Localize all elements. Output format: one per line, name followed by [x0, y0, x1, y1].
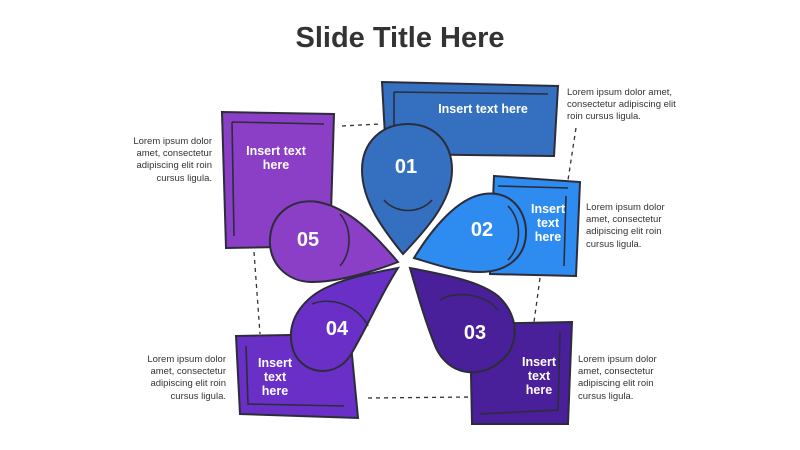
step-number-03: 03 — [463, 322, 487, 344]
petal-05 — [268, 200, 400, 284]
description-04: Lorem ipsum dolor amet, consectetur adip… — [147, 354, 226, 402]
petal-04 — [289, 266, 401, 372]
description-05: Lorem ipsum dolor amet, consectetur adip… — [133, 136, 212, 184]
step-number-01: 01 — [394, 156, 418, 178]
card-label-02: Insert text here — [530, 202, 566, 244]
card-label-01: Insert text here — [438, 102, 528, 116]
description-02: Lorem ipsum dolor amet, consectetur adip… — [586, 202, 665, 250]
description-03: Lorem ipsum dolor amet, consectetur adip… — [578, 354, 657, 402]
dashed-connectors — [253, 123, 577, 399]
slide-title: Slide Title Here — [295, 22, 505, 54]
petal-03 — [408, 266, 516, 374]
petal-01 — [360, 122, 454, 256]
petal-02 — [412, 192, 528, 274]
card-label-03: Insert text here — [521, 355, 557, 397]
step-number-04: 04 — [325, 318, 349, 340]
description-01: Lorem ipsum dolor amet, consectetur adip… — [567, 87, 676, 123]
step-number-05: 05 — [296, 229, 320, 251]
card-label-05: Insert text here — [246, 144, 306, 172]
card-label-04: Insert text here — [257, 356, 293, 398]
step-number-02: 02 — [470, 219, 494, 241]
